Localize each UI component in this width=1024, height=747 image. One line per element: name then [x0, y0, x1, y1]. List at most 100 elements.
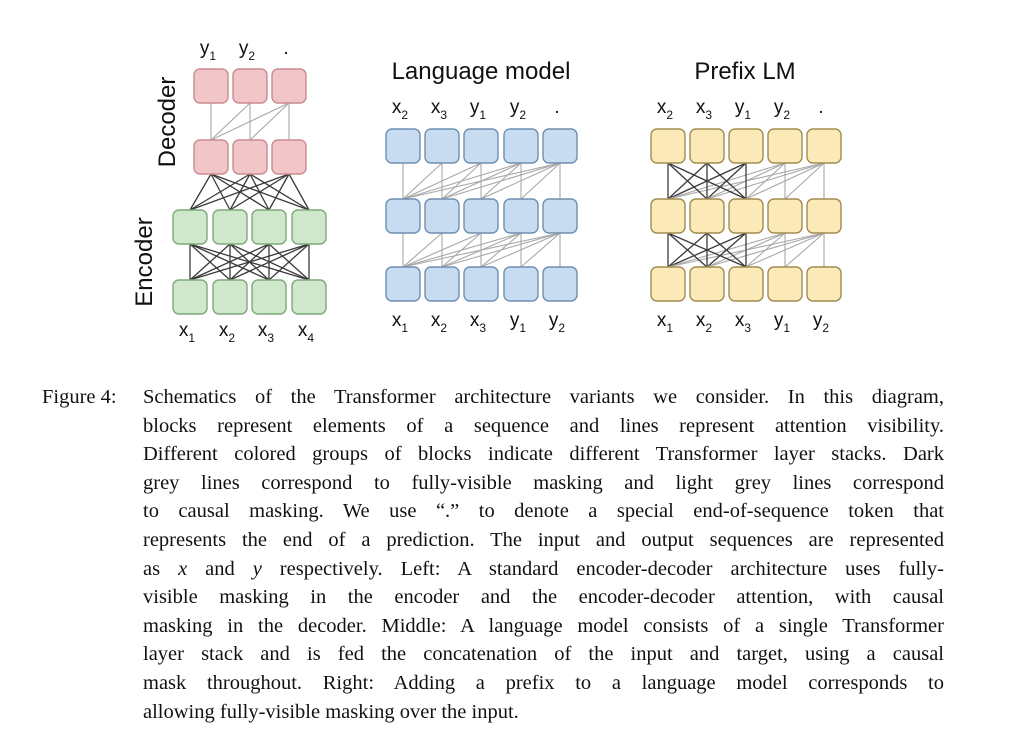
- sequence-block: [542, 198, 578, 234]
- sequence-block: [767, 128, 803, 164]
- encoder-label: Encoder: [131, 217, 158, 306]
- caption-text: Schematics of the Transformer architectu…: [143, 383, 944, 726]
- token-label: y1: [774, 310, 791, 335]
- sequence-block: [385, 266, 421, 302]
- token-label: x2: [219, 320, 236, 345]
- token-label: x3: [258, 320, 275, 345]
- sequence-block: [503, 198, 539, 234]
- attention-line: [288, 173, 310, 211]
- caption-line: visible masking in the encoder and the e…: [143, 586, 944, 609]
- token-label: x1: [657, 310, 674, 335]
- caption-line: mask throughout. Right: Adding a prefix …: [143, 671, 944, 694]
- attention-line: [402, 232, 443, 268]
- token-label: y1: [735, 97, 752, 122]
- attention-line: [480, 232, 522, 268]
- token-label: x2: [657, 97, 674, 122]
- sequence-block: [424, 198, 460, 234]
- attention-line: [706, 232, 747, 268]
- attention-line: [784, 162, 825, 200]
- attention-line: [249, 102, 290, 141]
- token-label: .: [818, 97, 823, 118]
- token-label: y2: [239, 38, 256, 63]
- caption-line: masking in the decoder. Middle: A langua…: [143, 614, 944, 637]
- sequence-block: [650, 128, 686, 164]
- token-label: .: [554, 97, 559, 118]
- attention-line: [402, 162, 443, 200]
- token-label: x1: [179, 320, 196, 345]
- sequence-block: [212, 209, 248, 245]
- decoder-label: Decoder: [154, 77, 181, 168]
- sequence-block: [806, 128, 842, 164]
- token-label: y1: [470, 97, 487, 122]
- token-label: x4: [298, 320, 315, 345]
- sequence-block: [193, 68, 229, 104]
- sequence-block: [271, 139, 307, 175]
- sequence-block: [172, 279, 208, 315]
- sequence-block: [689, 198, 725, 234]
- sequence-block: [232, 139, 268, 175]
- sequence-block: [503, 128, 539, 164]
- sequence-block: [463, 198, 499, 234]
- caption-line: to causal masking. We use “.” to denote …: [143, 500, 944, 523]
- token-label: x3: [431, 97, 448, 122]
- attention-line: [667, 162, 708, 200]
- sequence-block: [650, 198, 686, 234]
- sequence-block: [251, 209, 287, 245]
- sequence-block: [212, 279, 248, 315]
- sequence-block: [232, 68, 268, 104]
- sequence-block: [385, 128, 421, 164]
- attention-line: [667, 232, 747, 268]
- sequence-block: [542, 128, 578, 164]
- sequence-block: [650, 266, 686, 302]
- sequence-block: [271, 68, 307, 104]
- attention-line: [480, 162, 522, 200]
- sequence-block: [463, 128, 499, 164]
- sequence-block: [424, 266, 460, 302]
- sequence-block: [767, 266, 803, 302]
- sequence-block: [689, 266, 725, 302]
- caption-line: Schematics of the Transformer architectu…: [143, 386, 944, 408]
- attention-line: [667, 232, 708, 268]
- sequence-block: [172, 209, 208, 245]
- token-label: x3: [470, 310, 487, 335]
- figure-caption: Figure 4: Schematics of the Transformer …: [42, 383, 944, 726]
- attention-line: [520, 232, 561, 268]
- sequence-block: [385, 198, 421, 234]
- token-label: x2: [431, 310, 448, 335]
- caption-line: grey lines correspond to fully-visible m…: [143, 471, 944, 494]
- sequence-block: [806, 266, 842, 302]
- attention-line: [210, 173, 231, 211]
- attention-line: [189, 243, 270, 281]
- sequence-block: [806, 198, 842, 234]
- attention-line: [189, 243, 310, 281]
- sequence-block: [728, 128, 764, 164]
- attention-line: [189, 173, 212, 211]
- sequence-block: [251, 279, 287, 315]
- attention-line: [210, 173, 310, 211]
- caption-line: allowing fully-visible masking over the …: [143, 700, 519, 723]
- sequence-block: [728, 198, 764, 234]
- token-label: x2: [392, 97, 409, 122]
- token-label: x3: [696, 97, 713, 122]
- attention-line: [745, 162, 786, 200]
- sequence-block: [503, 266, 539, 302]
- token-label: y1: [200, 38, 217, 63]
- attention-line: [745, 232, 786, 268]
- attention-line: [520, 162, 561, 200]
- sequence-block: [424, 128, 460, 164]
- token-label: x2: [696, 310, 713, 335]
- attention-line: [210, 102, 251, 141]
- token-label: y2: [510, 97, 527, 122]
- caption-line: Different colored groups of blocks indic…: [143, 443, 944, 466]
- token-label: y1: [510, 310, 527, 335]
- attention-line: [441, 162, 482, 200]
- attention-line: [229, 243, 310, 281]
- token-label: y2: [774, 97, 791, 122]
- caption-line: represents the end of a prediction. The …: [143, 528, 944, 551]
- language-model-title: Language model: [392, 58, 571, 85]
- attention-line: [667, 162, 747, 200]
- sequence-block: [291, 209, 327, 245]
- attention-line: [268, 243, 310, 281]
- caption-line: blocks represent elements of a sequence …: [143, 414, 944, 437]
- caption-line: as x and y respectively. Left: A standar…: [143, 557, 945, 580]
